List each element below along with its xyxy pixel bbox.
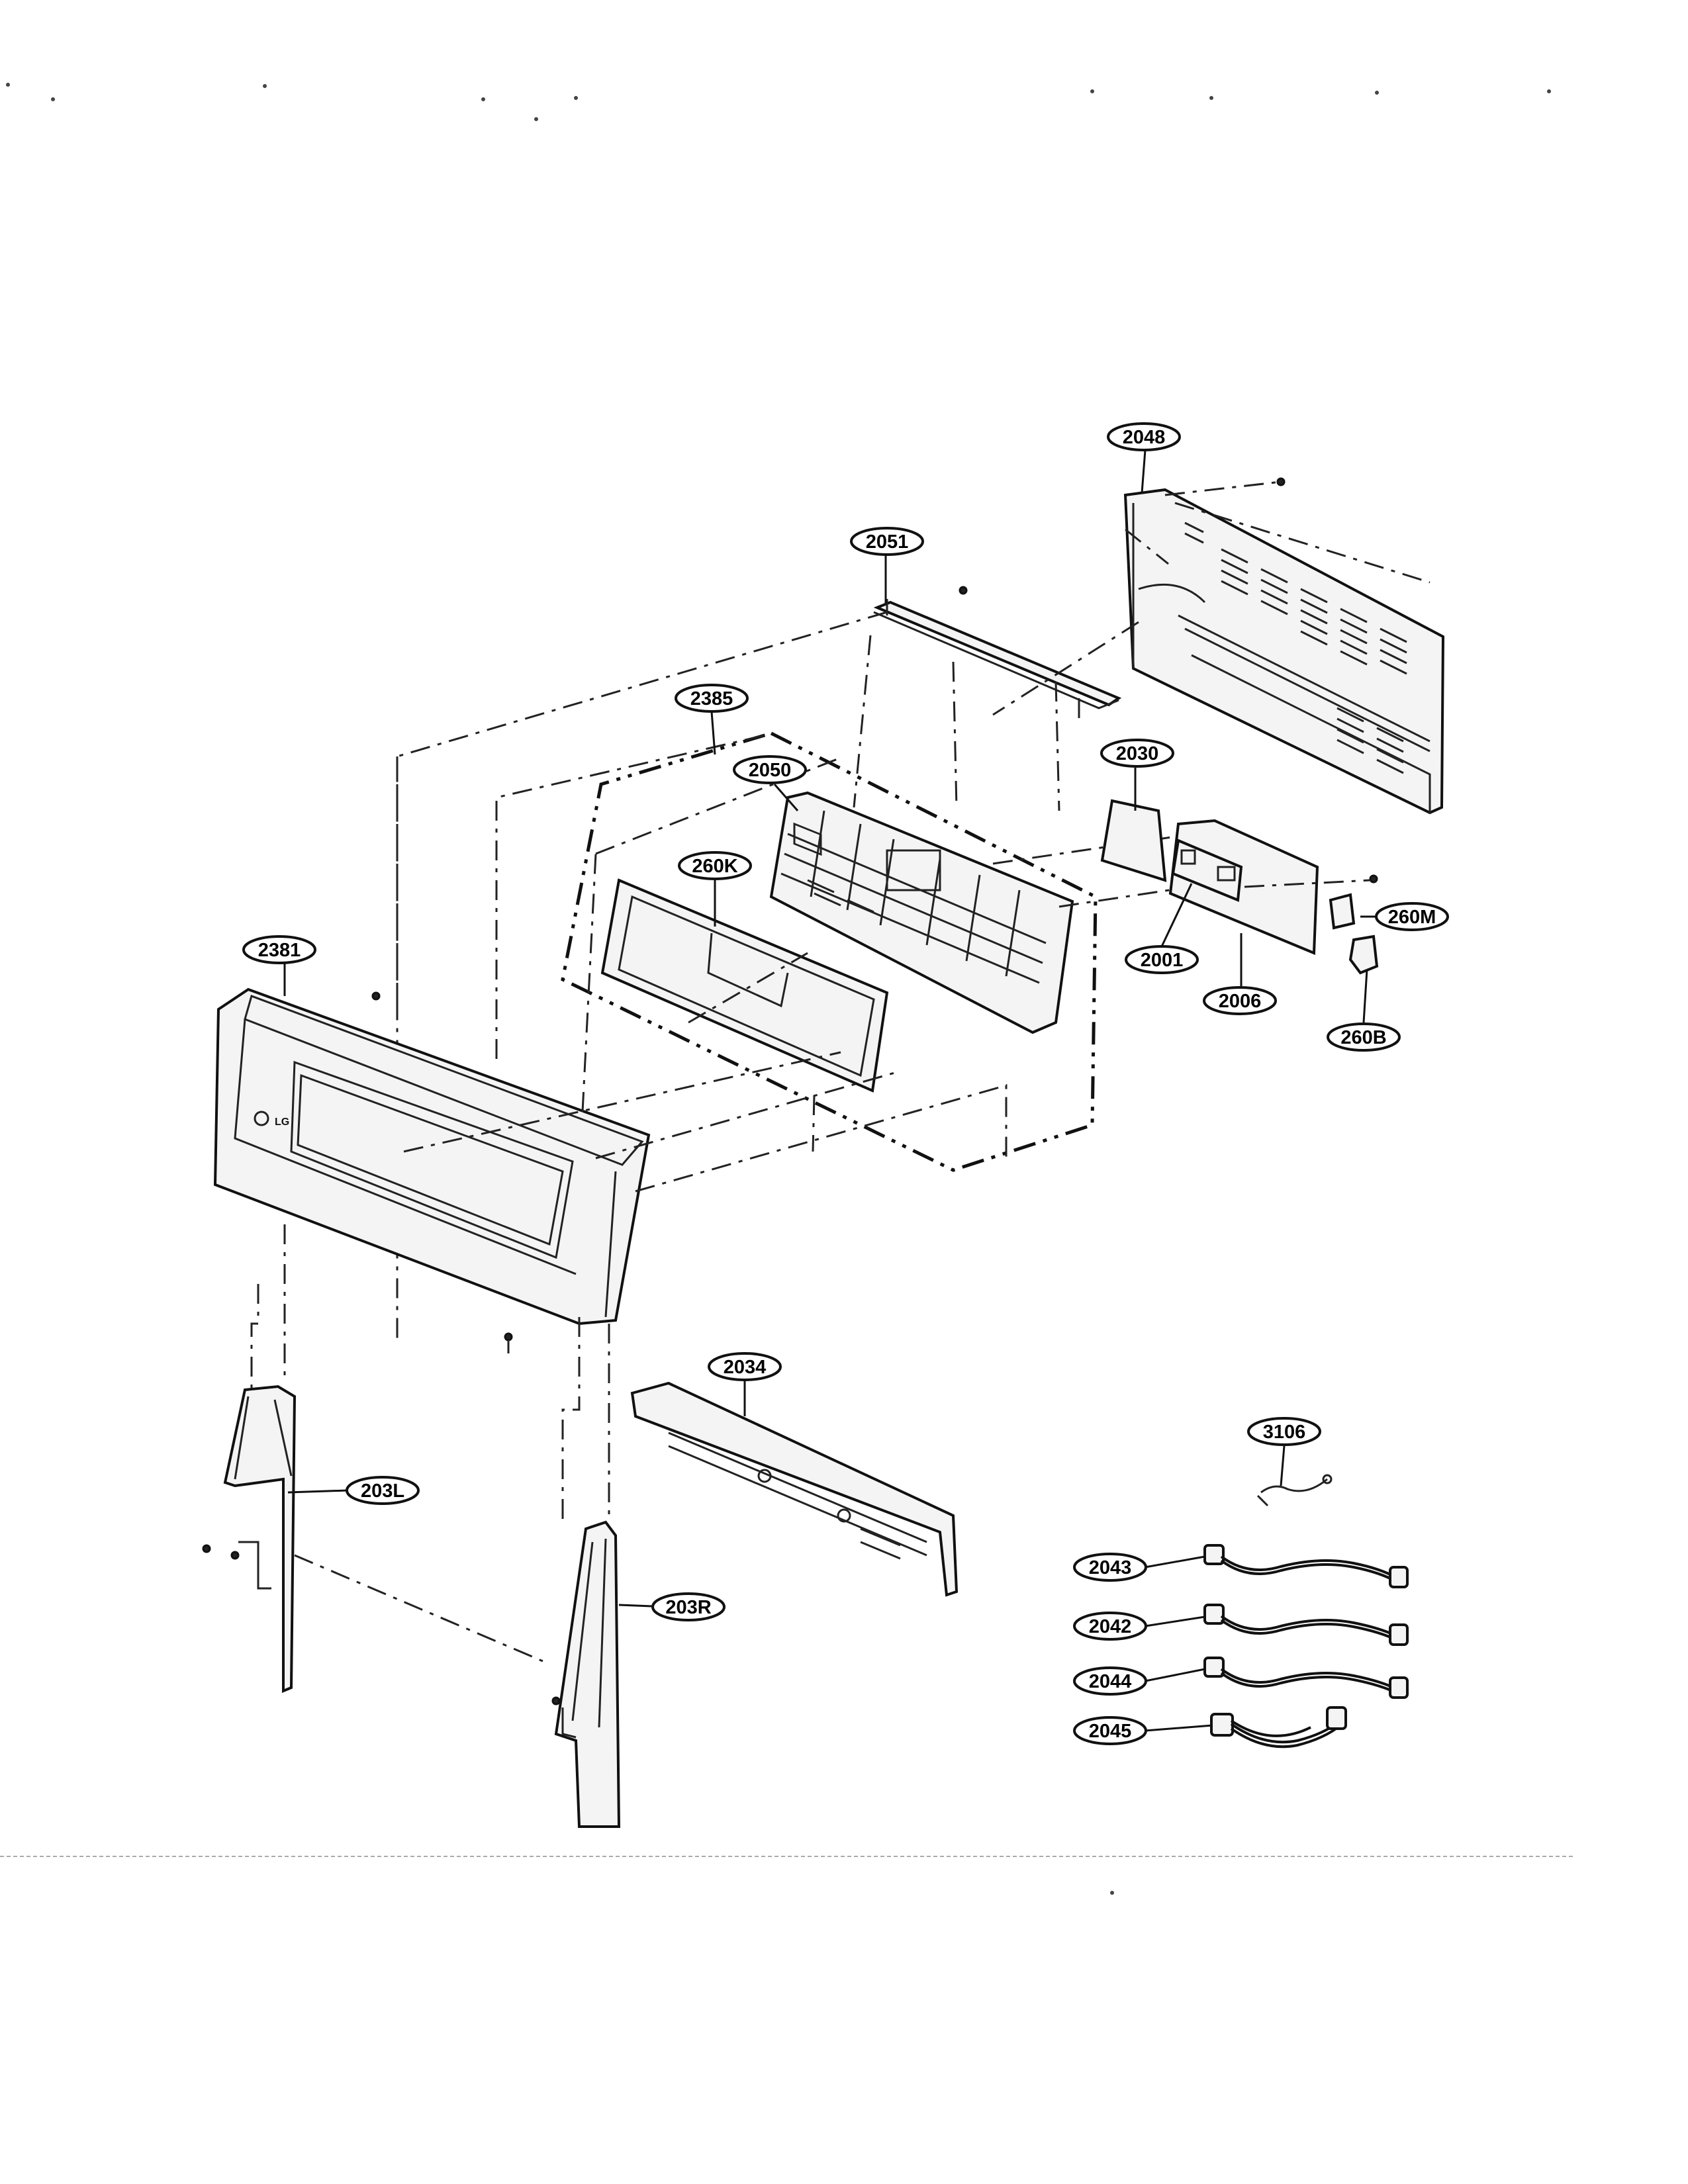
lg-logo: LG bbox=[275, 1116, 289, 1128]
display-board-2006 bbox=[1168, 819, 1319, 955]
callout-203R: 203R bbox=[651, 1592, 726, 1621]
callout-260K: 260K bbox=[678, 851, 752, 880]
callout-260M: 260M bbox=[1375, 902, 1449, 931]
callout-2381: 2381 bbox=[242, 935, 316, 964]
rear-bracket-2048 bbox=[1123, 477, 1445, 815]
callout-2045: 2045 bbox=[1073, 1716, 1147, 1745]
callout-2043: 2043 bbox=[1073, 1553, 1147, 1582]
callout-label: 2051 bbox=[866, 531, 909, 553]
callout-label: 203L bbox=[361, 1480, 404, 1502]
callout-3106: 3106 bbox=[1247, 1417, 1321, 1446]
callout-2042: 2042 bbox=[1073, 1612, 1147, 1641]
callout-label: 3106 bbox=[1263, 1422, 1306, 1443]
screw-icon bbox=[504, 1332, 513, 1342]
switch-260B bbox=[1348, 934, 1379, 975]
display-lens-260K bbox=[600, 878, 889, 1093]
side-bracket-203R bbox=[551, 1520, 621, 1828]
callout-label: 2006 bbox=[1219, 991, 1262, 1012]
callout-2048: 2048 bbox=[1107, 422, 1181, 451]
callout-2044: 2044 bbox=[1073, 1666, 1147, 1696]
callout-2001: 2001 bbox=[1125, 945, 1199, 974]
harness-2042 bbox=[1203, 1604, 1409, 1646]
top-rail-2051 bbox=[873, 586, 1122, 718]
callout-2034: 2034 bbox=[708, 1352, 782, 1381]
callout-label: 2034 bbox=[724, 1357, 767, 1378]
callout-2006: 2006 bbox=[1203, 986, 1277, 1015]
harness-2043 bbox=[1203, 1544, 1409, 1588]
callout-label: 2050 bbox=[749, 760, 792, 781]
callout-260B: 260B bbox=[1327, 1023, 1401, 1052]
callout-2051: 2051 bbox=[850, 527, 924, 556]
front-panel-2381: LG bbox=[213, 987, 651, 1326]
callout-2030: 2030 bbox=[1100, 739, 1174, 768]
callout-label: 260M bbox=[1388, 907, 1436, 928]
callout-2385: 2385 bbox=[675, 684, 749, 713]
board-2001 bbox=[1171, 839, 1243, 902]
callout-label: 2030 bbox=[1116, 743, 1159, 764]
callout-label: 203R bbox=[665, 1597, 711, 1618]
callout-label: 2043 bbox=[1089, 1557, 1132, 1578]
callout-label: 2001 bbox=[1141, 950, 1184, 971]
callout-label: 260K bbox=[692, 856, 737, 877]
leader-lines bbox=[283, 449, 1377, 1732]
harness-2044 bbox=[1203, 1657, 1409, 1699]
control-board-2050 bbox=[769, 791, 1074, 1034]
callout-203L: 203L bbox=[346, 1476, 420, 1505]
callout-label: 2042 bbox=[1089, 1616, 1132, 1637]
knob-260M bbox=[1329, 893, 1356, 930]
side-bracket-203L bbox=[202, 1385, 297, 1693]
callout-label: 2045 bbox=[1089, 1721, 1132, 1742]
scan-specks bbox=[6, 83, 1551, 1895]
display-board-2030 bbox=[1100, 799, 1167, 882]
callout-2050: 2050 bbox=[733, 755, 807, 784]
callout-label: 2048 bbox=[1123, 427, 1166, 448]
callout-label: 260B bbox=[1340, 1027, 1386, 1048]
assembly-outline-2385 bbox=[561, 731, 1098, 1172]
callout-label: 2381 bbox=[258, 940, 301, 961]
harness-2045 bbox=[1210, 1706, 1347, 1749]
callout-label: 2044 bbox=[1089, 1671, 1132, 1692]
callout-label: 2385 bbox=[690, 688, 733, 709]
wire-3106 bbox=[1256, 1474, 1333, 1507]
lower-trim-2034 bbox=[630, 1381, 959, 1597]
